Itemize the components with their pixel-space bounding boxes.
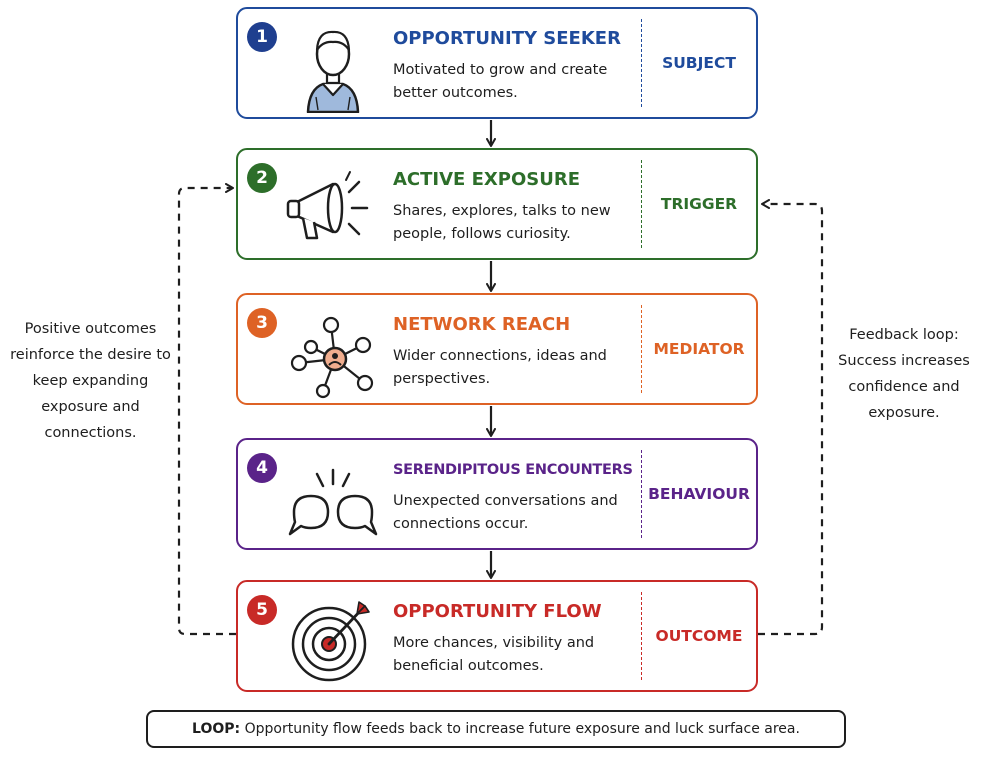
step-box-network-reach: 3 NETWORK REACH Wider connections, ideas… [236, 293, 758, 405]
step-number-badge: 2 [247, 163, 277, 193]
step-divider [641, 305, 642, 393]
step-role-label: SUBJECT [662, 54, 736, 72]
step-divider [641, 19, 642, 107]
right-feedback-loop [758, 199, 824, 636]
step-role-label: TRIGGER [660, 195, 738, 213]
step-box-active-exposure: 2 ACTIVE EXPOSURE Shares, explores, talk… [236, 148, 758, 260]
step-role-label: OUTCOME [655, 627, 743, 645]
step-number-badge: 3 [247, 308, 277, 338]
step-description: More chances, visibility and beneficial … [393, 635, 595, 674]
step-title: ACTIVE EXPOSURE [393, 169, 581, 190]
step-role-label: BEHAVIOUR [648, 485, 750, 503]
step-number-badge: 5 [247, 595, 277, 625]
loop-banner: LOOP: Opportunity flow feeds back to inc… [146, 710, 846, 748]
left-feedback-loop [177, 183, 236, 636]
right-feedback-note: Feedback loop: Success increases confide… [838, 327, 970, 421]
step-description: Unexpected conversations and connections… [393, 493, 618, 532]
step-title: OPPORTUNITY FLOW [393, 601, 602, 622]
left-feedback-note: Positive outcomes reinforce the desire t… [10, 321, 171, 441]
step-number-badge: 1 [247, 22, 277, 52]
step-divider [641, 160, 642, 248]
step-title: NETWORK REACH [393, 314, 571, 335]
loop-label: LOOP: [192, 721, 241, 737]
step-box-opportunity-flow: 5 OPPORTUNITY FLOW More chances, visibil… [236, 580, 758, 692]
step-number-badge: 4 [247, 453, 277, 483]
megaphone-icon [286, 171, 369, 240]
step-title: OPPORTUNITY SEEKER [393, 28, 621, 49]
person-icon [306, 30, 360, 113]
step-divider [641, 450, 642, 538]
loop-text: Opportunity flow feeds back to increase … [244, 721, 800, 737]
network-icon [290, 316, 374, 399]
step-box-serendipitous-encounters: 4 SERENDIPITOUS ENCOUNTERS Unexpected co… [236, 438, 758, 550]
feedback-loops [177, 183, 824, 636]
step-title: SERENDIPITOUS ENCOUNTERS [393, 462, 633, 478]
step-role-label: MEDIATOR [653, 340, 745, 358]
step-description: Motivated to grow and create better outc… [393, 62, 608, 101]
step-description: Wider connections, ideas and perspective… [393, 348, 607, 387]
step-box-opportunity-seeker: 1 OPPORTUNITY SEEKER Motivated to grow a… [236, 7, 758, 119]
target-icon [291, 601, 370, 682]
speech-bubbles-icon [288, 468, 378, 536]
step-divider [641, 592, 642, 680]
step-description: Shares, explores, talks to new people, f… [393, 203, 611, 242]
